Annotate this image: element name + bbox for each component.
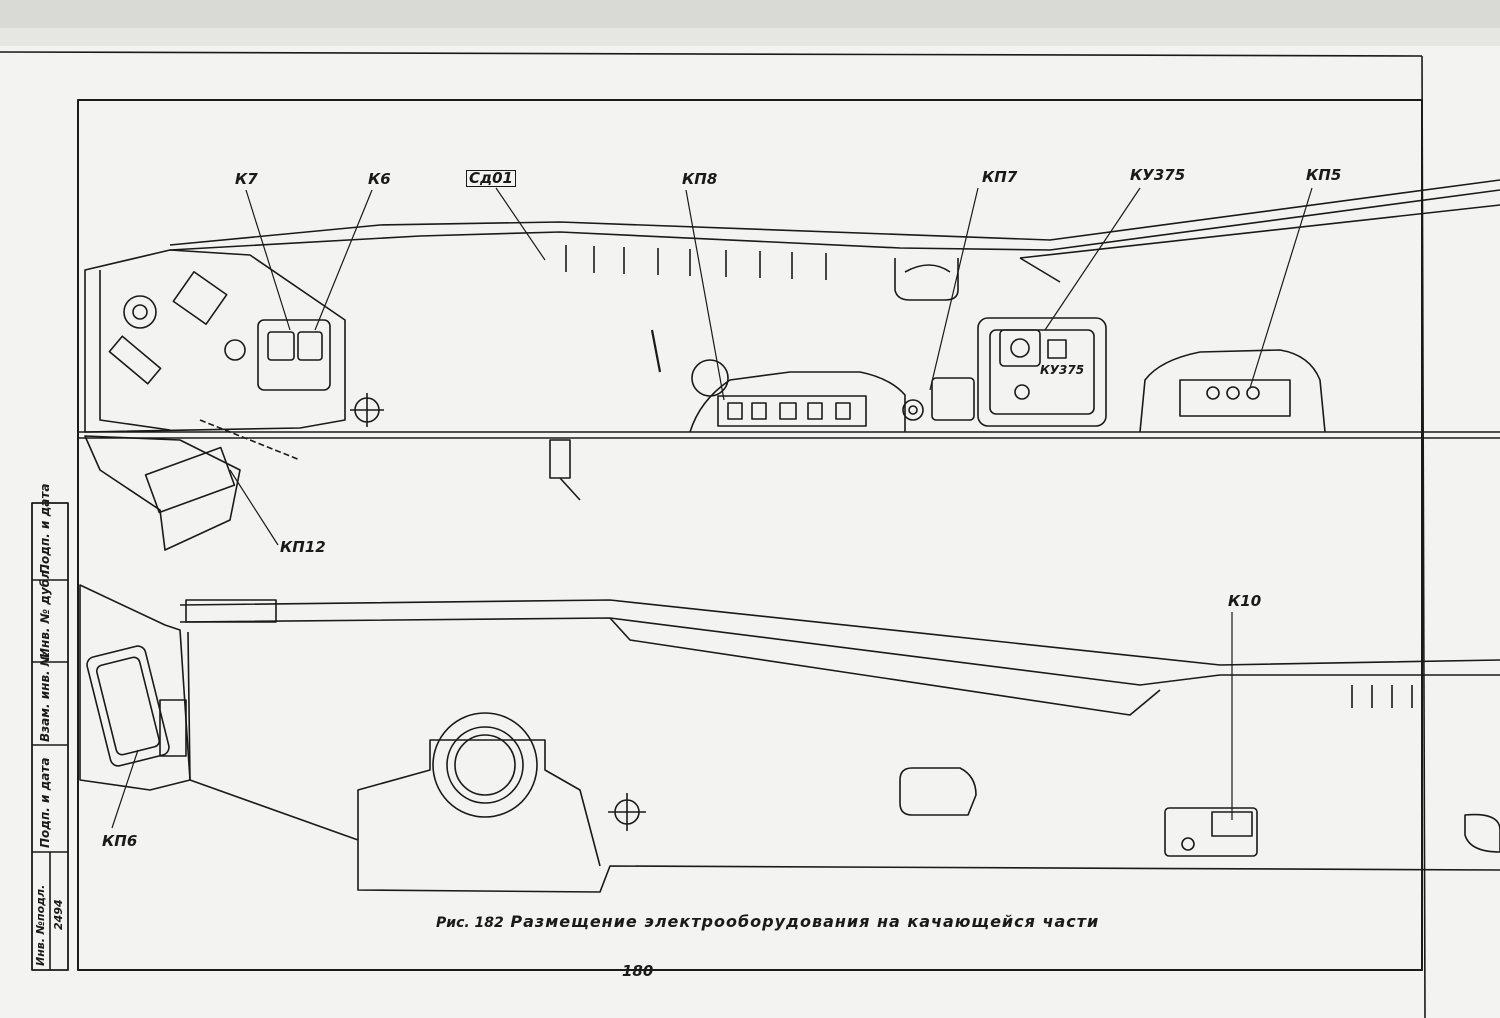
label-ku375: КУ375 [1130,166,1186,184]
kp8-strip [717,395,867,427]
k6-block [297,331,323,361]
label-kp8: КП8 [682,170,718,188]
label-k6: К6 [368,170,391,188]
label-kp12: КП12 [280,538,326,556]
k10-terminal [1181,837,1195,851]
kp6-box [86,645,170,767]
lower-body-outline [187,631,1500,893]
breech-block-b [108,335,162,385]
hatch-upper-lip [904,264,951,273]
breech-housing [84,249,346,433]
k10-box [1164,807,1258,857]
stamp-inv-orig-value: 2494 [52,899,65,930]
rib-ticks [565,245,827,280]
ku375-inner [989,329,1095,415]
kp12-bracket [84,435,241,551]
stamp-vzam-inv: Взам. инв. № [38,651,52,742]
figure-caption: Рис. 182 Размещение электрооборудования … [436,912,1099,931]
stamp-inv-orig: Инв. №подл. [34,884,47,966]
pin-tool [650,329,662,373]
label-kp7: КП7 [982,168,1018,186]
kp12-lead [199,419,301,461]
upper-top-taper [1019,257,1061,283]
trunnion-outer [432,712,538,818]
leader-lines-upper [229,187,1313,546]
hatch-upper [894,258,959,301]
drawing-frame [77,99,1423,971]
kp12-block [144,446,236,514]
kp8-terminals [727,402,851,420]
scan-noise-strip-2 [0,28,1500,46]
ku375-small-block [1047,339,1067,359]
upper-top-edge [169,179,1500,246]
kp5-strip [1179,379,1291,417]
lower-pin-bracket [549,439,571,479]
breech-round-connector [123,295,157,329]
trunnion-inner [446,726,524,804]
label-sd01: Сд01 [466,170,516,187]
breech-round-connector-core [132,304,148,320]
kp8-housing [689,371,906,433]
ku375-box [977,317,1107,427]
lower-view [79,584,1500,893]
k7-k6-box [257,319,331,391]
kp7-connector-core [908,405,918,415]
lower-rib-ticks [1351,685,1413,708]
lower-rail-bottom [609,617,1161,716]
leader-lines-lower [111,612,1233,829]
breech-housing-inner [99,270,171,431]
label-k10: К10 [1228,592,1262,610]
breech-block-a [172,270,228,326]
upper-top-edge-2 [169,189,1500,251]
page-number: 180 [622,962,654,980]
lower-top-edge [179,599,1500,666]
kp8-round-cap [691,359,729,397]
lower-rail-block [185,599,277,623]
kp6-side-block [159,699,187,757]
kp7-box [931,377,975,421]
scan-noise-strip [0,0,1500,28]
kp6-guard [79,584,191,791]
label-k7: К7 [235,170,258,188]
ku375-terminal-stud [1010,338,1030,358]
upper-top-edge-3 [1019,204,1500,259]
figure-title: Размещение электрооборудования на качающ… [510,912,1100,931]
kp5-housing [1139,349,1326,433]
kp7-connector [902,399,924,421]
upper-view [78,179,1500,551]
stamp-sign-date-1: Подп. и дата [38,757,52,848]
ku375-bolt [1014,384,1030,400]
stamp-sign-date-2: Подп. и дата [38,483,52,574]
hatch-lower [899,767,977,816]
label-kp6: КП6 [102,832,138,850]
trunnion-bore [454,734,516,796]
figure-number: Рис. 182 [436,915,504,931]
ku375-terminal [999,329,1041,367]
trunnion-support [357,739,601,867]
k7-block [267,331,295,361]
right-cut-edge [1464,813,1500,853]
breech-pin [224,339,246,361]
lower-top-edge-2 [179,617,1500,686]
label-kp5: КП5 [1306,166,1342,184]
kp6-inner [95,656,161,756]
label-ku375-inner: КУ375 [1040,363,1085,377]
lower-pin [559,477,581,501]
stamp-inv-dubl: Инв. № дубл. [38,565,52,658]
sheet-top-border [0,51,1423,57]
